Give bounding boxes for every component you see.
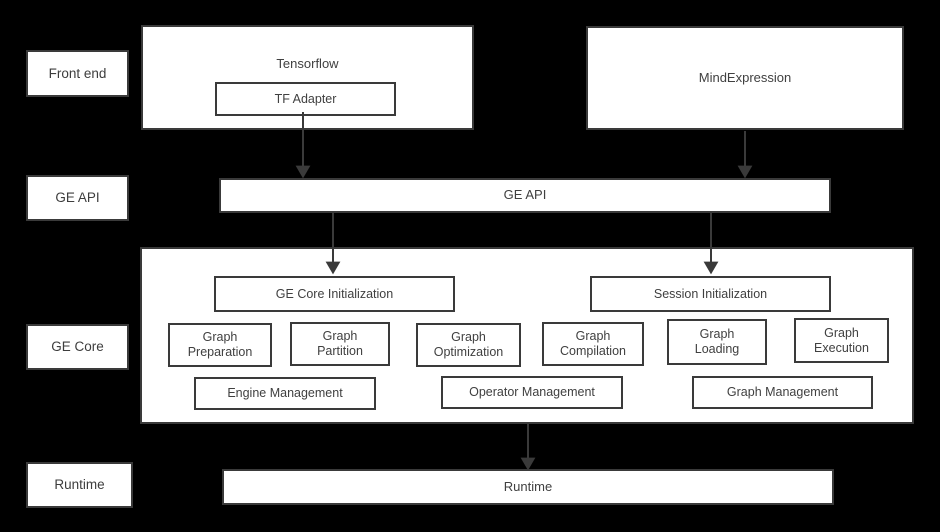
- module-graph-preparation: Graph Preparation: [168, 323, 272, 367]
- lane-label-ge-api: GE API: [26, 175, 129, 221]
- ge-core-container: GE Core Initialization Session Initializ…: [140, 247, 914, 424]
- tf-adapter-box: TF Adapter: [215, 82, 396, 116]
- manager-graph-management: Graph Management: [692, 376, 873, 409]
- lane-label-front-end: Front end: [26, 50, 129, 97]
- runtime-bar: Runtime: [222, 469, 834, 505]
- ge-api-bar: GE API: [219, 178, 831, 213]
- session-initialization-box: Session Initialization: [590, 276, 831, 312]
- tensorflow-label: Tensorflow: [276, 56, 339, 71]
- mindexpression-box: MindExpression: [586, 26, 904, 130]
- tensorflow-container: Tensorflow TF Adapter: [141, 25, 474, 130]
- module-graph-partition: Graph Partition: [290, 322, 390, 366]
- manager-operator-management: Operator Management: [441, 376, 623, 409]
- ge-core-initialization-box: GE Core Initialization: [214, 276, 455, 312]
- module-graph-execution: Graph Execution: [794, 318, 889, 363]
- module-graph-compilation: Graph Compilation: [542, 322, 644, 366]
- manager-engine-management: Engine Management: [194, 377, 376, 410]
- lane-label-ge-core: GE Core: [26, 324, 129, 370]
- module-graph-loading: Graph Loading: [667, 319, 767, 365]
- lane-label-runtime: Runtime: [26, 462, 133, 508]
- module-graph-optimization: Graph Optimization: [416, 323, 521, 367]
